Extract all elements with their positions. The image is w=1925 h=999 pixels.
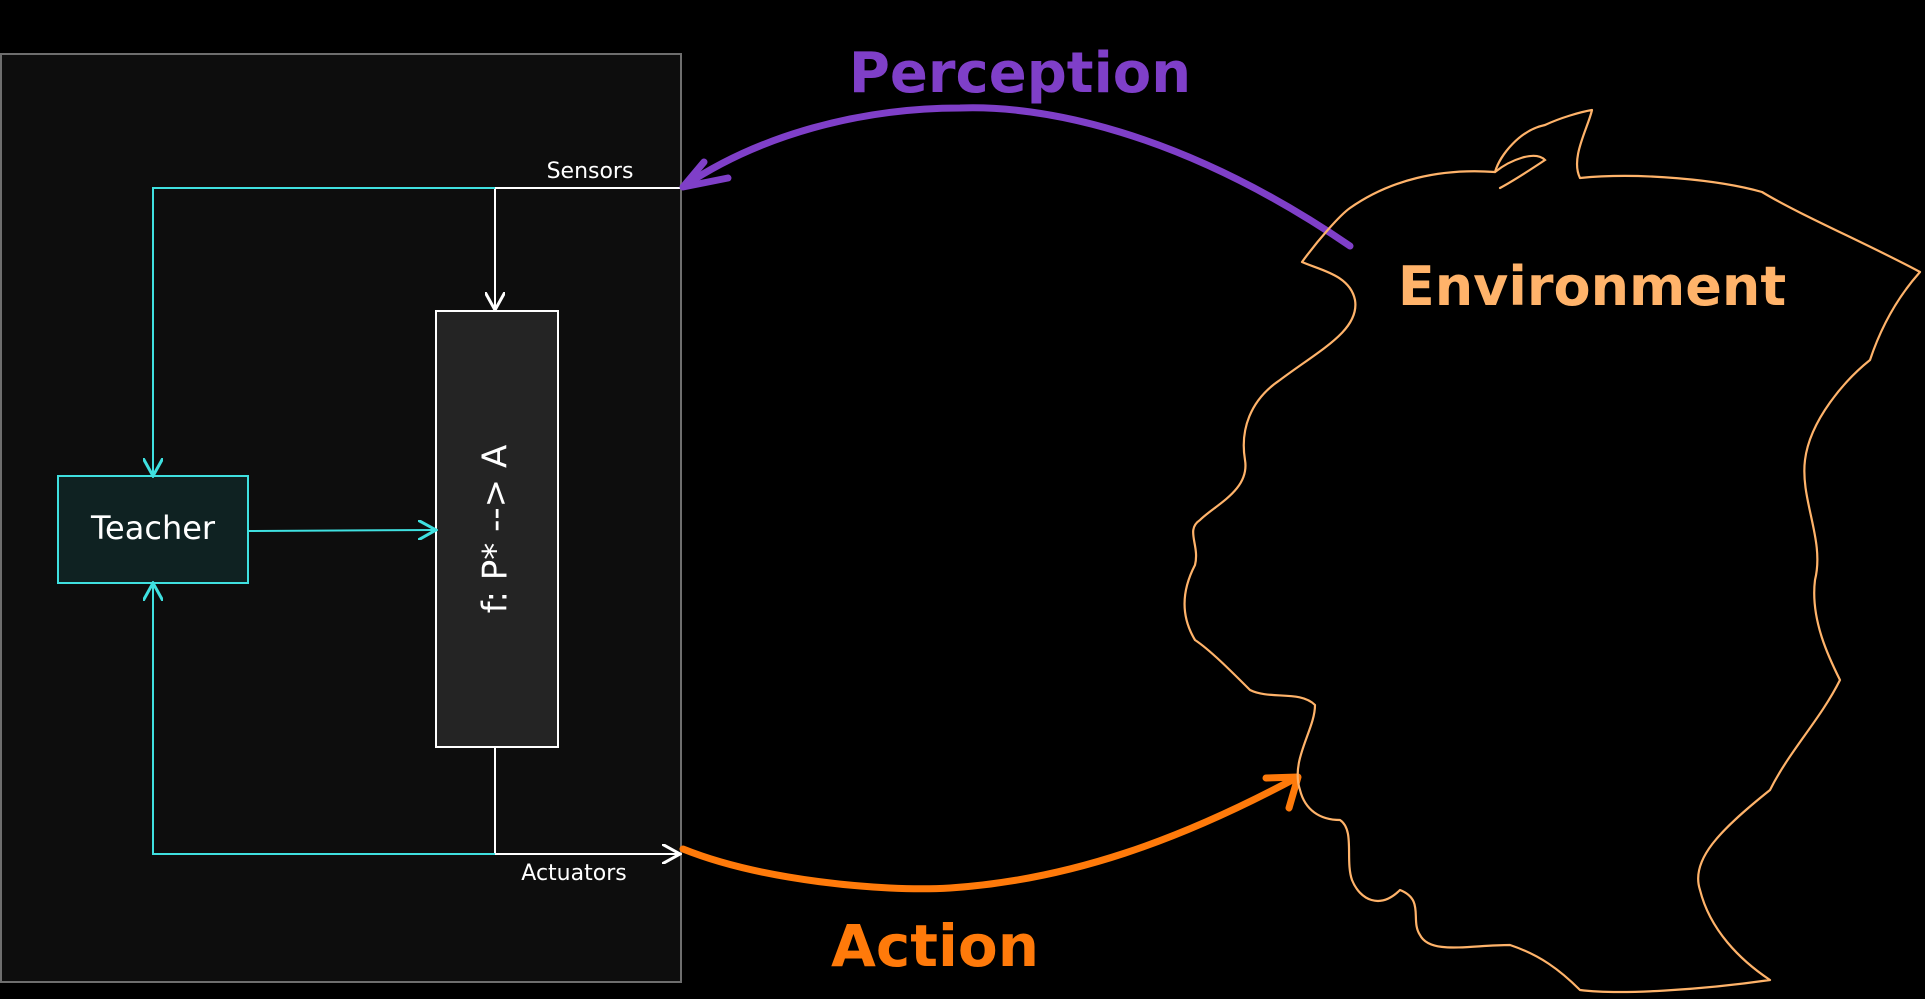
function-label: f: P* --> A xyxy=(476,445,516,613)
sensors-to-teacher-wire xyxy=(153,187,495,474)
function-box xyxy=(435,310,559,748)
action-arrow xyxy=(679,774,1300,893)
teacher-label: Teacher xyxy=(90,509,216,547)
actuators-to-teacher-wire xyxy=(153,585,495,855)
teacher-to-function-arrow xyxy=(247,530,434,531)
perception-label: Perception xyxy=(849,41,1191,106)
environment-blob-detail xyxy=(1493,154,1547,190)
perception-arrowhead xyxy=(679,158,732,191)
sensors-label: Sensors xyxy=(547,159,634,184)
environment-label: Environment xyxy=(1398,255,1786,318)
action-label: Action xyxy=(831,912,1039,980)
actuators-label: Actuators xyxy=(521,861,626,886)
environment-blob xyxy=(1183,108,1922,994)
perception-arrow xyxy=(680,104,1354,250)
